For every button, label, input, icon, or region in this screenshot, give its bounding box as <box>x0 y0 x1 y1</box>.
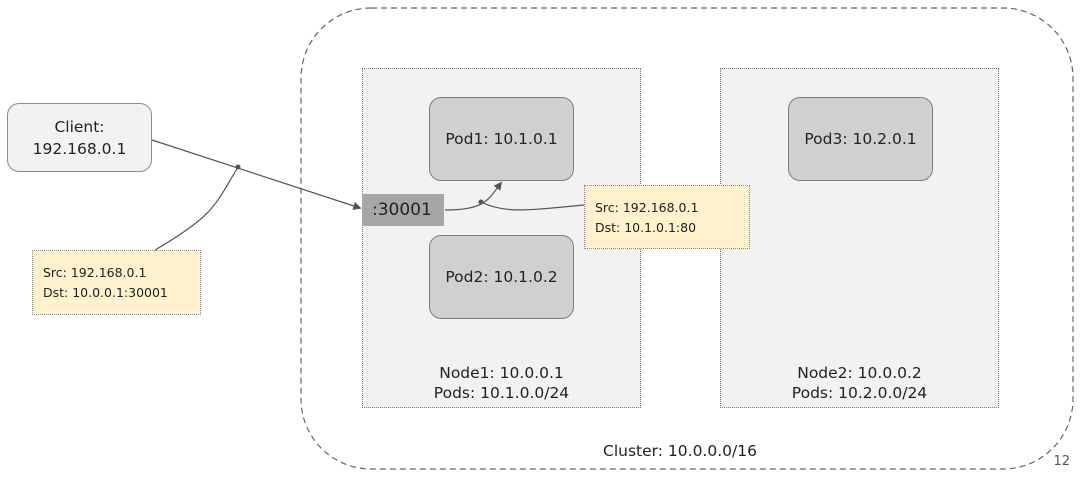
client-packet-note: Src: 192.168.0.1 Dst: 10.0.0.1:30001 <box>32 250 201 315</box>
note2-dst: Dst: 10.1.0.1:80 <box>595 220 697 235</box>
note1-src: Src: 192.168.0.1 <box>43 265 147 280</box>
note2-src: Src: 192.168.0.1 <box>595 200 699 215</box>
cluster-boundary <box>300 7 1074 470</box>
client-label: Client: <box>54 117 105 136</box>
node1-pod-cidr: Pods: 10.1.0.0/24 <box>433 384 570 402</box>
client-ip: 192.168.0.1 <box>32 139 127 158</box>
pod2-box: Pod2: 10.1.0.2 <box>429 235 574 319</box>
forwarded-packet-note: Src: 192.168.0.1 Dst: 10.1.0.1:80 <box>584 185 750 249</box>
note1-dst: Dst: 10.0.0.1:30001 <box>43 285 168 300</box>
cluster-label: Cluster: 10.0.0.0/16 <box>603 442 757 460</box>
client-box: Client: 192.168.0.1 <box>7 103 152 172</box>
node2-ip: Node2: 10.0.0.2 <box>797 364 922 382</box>
page-number: 12 <box>1053 454 1070 469</box>
pod1-box: Pod1: 10.1.0.1 <box>429 97 574 181</box>
node2-label: Node2: 10.0.0.2 Pods: 10.2.0.0/24 <box>721 363 998 403</box>
node-port-box: :30001 <box>362 194 444 226</box>
pod3-box: Pod3: 10.2.0.1 <box>788 97 933 181</box>
node2-pod-cidr: Pods: 10.2.0.0/24 <box>791 384 928 402</box>
node1-ip: Node1: 10.0.0.1 <box>439 364 564 382</box>
node1-label: Node1: 10.0.0.1 Pods: 10.1.0.0/24 <box>363 363 640 403</box>
